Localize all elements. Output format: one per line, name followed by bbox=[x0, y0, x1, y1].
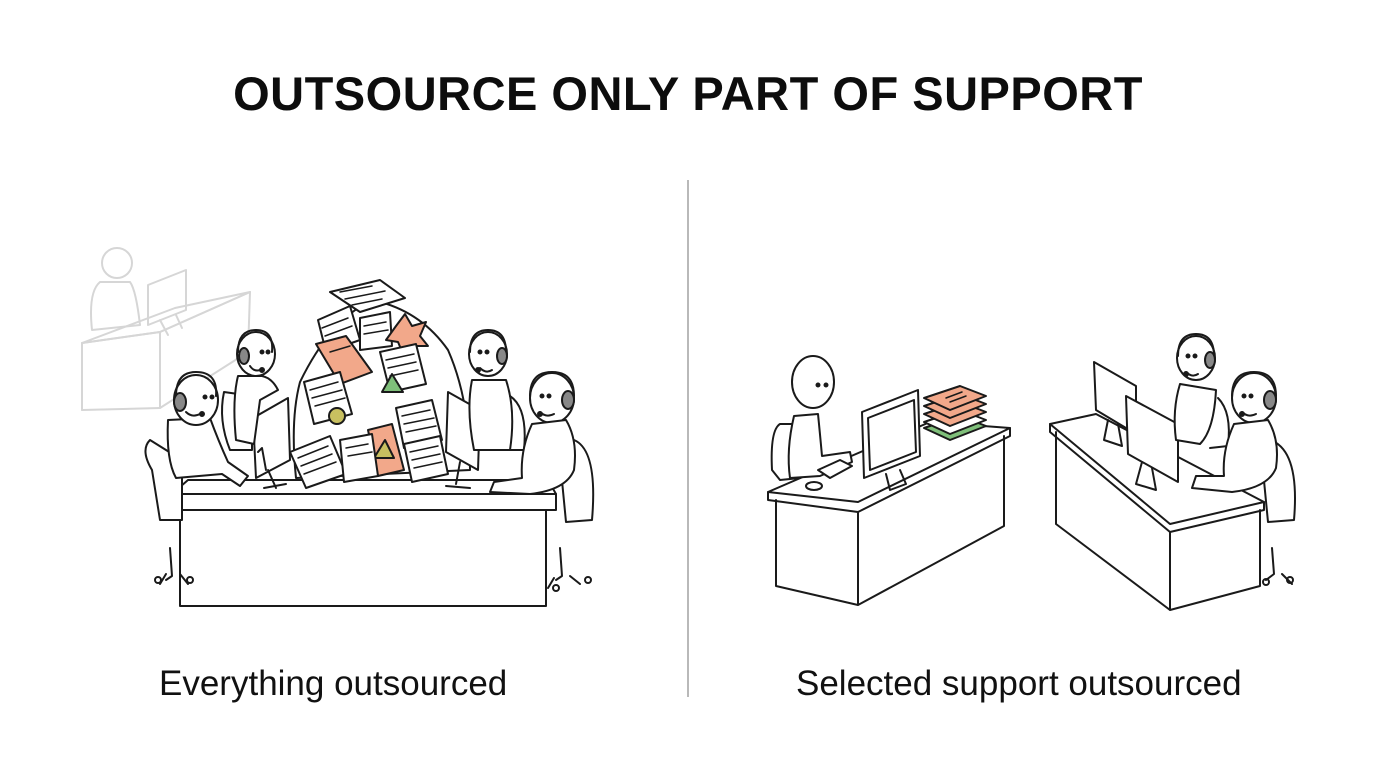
worker-right-front bbox=[489, 371, 595, 592]
outsourced-agent-front bbox=[1191, 371, 1296, 586]
paper-pile bbox=[289, 279, 471, 489]
caption-selected-outsourced: Selected support outsourced bbox=[796, 664, 1242, 703]
right-scene bbox=[767, 333, 1296, 611]
caption-everything-outsourced: Everything outsourced bbox=[159, 664, 508, 703]
shared-desk bbox=[171, 479, 557, 607]
outsourced-monitors bbox=[1093, 361, 1179, 491]
worker-left-front bbox=[144, 371, 249, 585]
worker-right-back bbox=[468, 329, 526, 451]
inhouse-monitor bbox=[861, 389, 921, 491]
monitors-left bbox=[252, 397, 291, 489]
page-title: OUTSOURCE ONLY PART OF SUPPORT bbox=[233, 67, 1143, 120]
panel-divider bbox=[687, 180, 689, 697]
inhouse-worker bbox=[770, 355, 853, 491]
faded-background-desk bbox=[81, 247, 251, 411]
folder-stack bbox=[923, 385, 987, 441]
worker-left-back bbox=[221, 329, 279, 451]
left-scene bbox=[81, 247, 595, 607]
outsourced-agent-back bbox=[1173, 333, 1230, 449]
